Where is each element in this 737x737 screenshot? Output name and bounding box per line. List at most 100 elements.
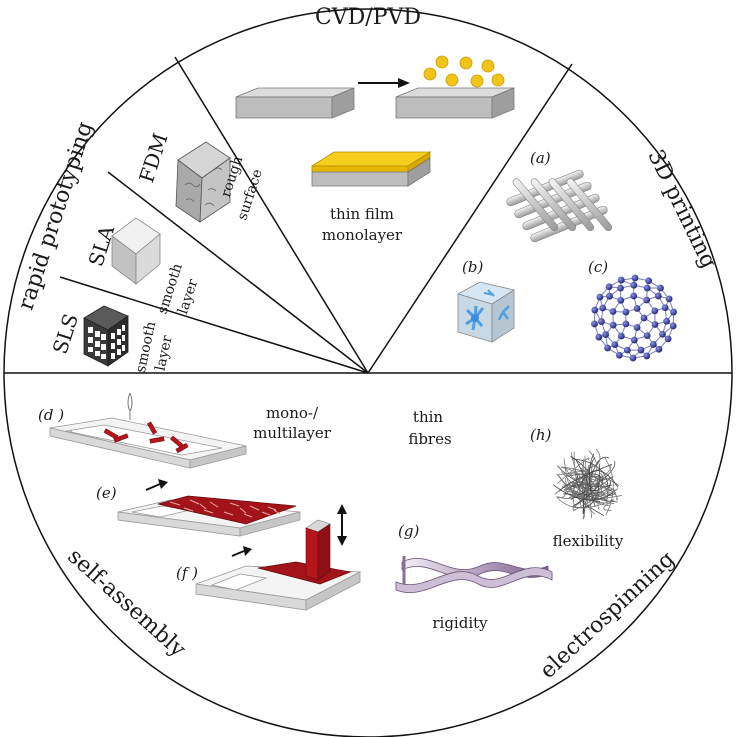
lattice-node: [651, 307, 659, 315]
vertical-double-arrow: [337, 504, 347, 546]
lattice-node: [591, 320, 598, 328]
cvd-substrate-right: [395, 87, 515, 119]
lattice-node: [591, 306, 599, 314]
lattice-node: [664, 335, 672, 343]
sls-lattice-cube: [83, 305, 129, 367]
fibre-strand: [562, 486, 582, 494]
fibre-strand: [563, 458, 585, 499]
lattice-node: [617, 332, 625, 340]
lattice-node: [606, 292, 613, 300]
lattice-node: [643, 296, 651, 304]
sector-title-rapid-prototyping: rapid prototyping: [14, 119, 98, 314]
lattice-node: [651, 321, 659, 328]
lattice-node: [670, 308, 677, 316]
divider-cvd-right: [367, 63, 573, 374]
sector-title-electrospinning: electrospinning: [535, 547, 679, 684]
divider-cvd-left: [174, 56, 369, 374]
fibre-strand: [563, 480, 611, 495]
lattice-node: [665, 295, 673, 303]
lattice-node: [622, 308, 630, 316]
lattice-node: [643, 352, 651, 360]
fdm-cube: [175, 141, 231, 223]
fibre-strand: [556, 478, 567, 499]
label-sls: SLS: [48, 311, 83, 357]
arrow-f: [231, 546, 252, 557]
lattice-node: [596, 293, 604, 301]
assembly-tray-f: [195, 561, 362, 611]
deposition-particles: [423, 55, 505, 88]
label-fibres: fibres: [408, 430, 451, 448]
label-c: (c): [588, 258, 608, 276]
lattice-node: [622, 320, 630, 328]
lattice-node: [629, 354, 637, 362]
lattice-node: [645, 277, 653, 285]
fibre-strand: [559, 463, 613, 492]
fibre-strand: [593, 498, 615, 504]
label-flexibility: flexibility: [553, 532, 624, 550]
lattice-node: [630, 292, 638, 300]
fibre-strand: [578, 470, 619, 489]
wheel-frame: [3, 8, 733, 737]
lattice-node: [617, 276, 625, 284]
lattice-node: [631, 274, 639, 282]
label-fdm: FDM: [134, 130, 172, 185]
fibre-strand: [585, 460, 611, 507]
assembly-tray-e: [117, 495, 301, 537]
lattice-node: [602, 331, 610, 338]
lattice-node: [615, 351, 623, 359]
fibre-strand: [604, 457, 614, 516]
sector-title-cvd: CVD/PVD: [315, 5, 421, 30]
lattice-node: [597, 318, 605, 325]
label-rigidity: rigidity: [432, 614, 488, 632]
fibre-strand: [557, 497, 614, 509]
lattice-node: [657, 284, 664, 292]
fibre-strand: [560, 466, 581, 492]
arrow-e: [145, 479, 168, 491]
label-f: (f ): [176, 564, 198, 582]
packed-rods-e: [169, 499, 281, 518]
fullerene-lattice: [591, 274, 677, 362]
lattice-node: [661, 304, 669, 312]
lattice-node: [609, 321, 617, 329]
lattice-node: [643, 284, 651, 292]
divider-fdm-sla: [107, 171, 369, 374]
sls-note-layer: layer: [153, 334, 176, 373]
label-g: (g): [398, 522, 419, 540]
lattice-node: [637, 346, 645, 354]
lattice-node: [654, 292, 662, 300]
label-a: (a): [530, 149, 551, 167]
fibre-strand: [582, 458, 615, 494]
lattice-node: [630, 336, 638, 344]
fibre-strand: [552, 484, 613, 501]
lattice-node: [604, 344, 611, 352]
lattice-node: [609, 308, 617, 315]
lattice-node: [640, 314, 648, 322]
sla-cube: [111, 217, 161, 285]
label-h: (h): [530, 426, 552, 444]
cvd-substrate-left: [235, 87, 355, 119]
lattice-node: [605, 283, 613, 291]
lattice-node: [663, 317, 671, 325]
label-thin-film: thin film: [330, 205, 394, 223]
lattice-node: [659, 330, 666, 338]
fibre-strand: [582, 457, 596, 514]
label-b: (b): [462, 258, 483, 276]
label-monolayer: monolayer: [322, 226, 403, 244]
fibre-strand: [563, 479, 602, 495]
label-e: (e): [96, 484, 117, 502]
lattice-node: [669, 322, 677, 330]
woodpile-scaffold: [506, 169, 613, 243]
lattice-node: [611, 341, 619, 349]
fibre-strand: [561, 471, 584, 493]
lattice-node: [630, 281, 638, 289]
pipette-icon: [127, 392, 133, 420]
porous-cube: [456, 281, 516, 343]
scattered-rods-d: [103, 421, 189, 454]
fibre-strand: [565, 464, 612, 491]
label-thin: thin: [413, 408, 443, 426]
label-d: (d ): [38, 406, 64, 424]
fibre-strand: [570, 461, 616, 500]
sector-title-3d-printing: 3D printing: [642, 146, 721, 273]
